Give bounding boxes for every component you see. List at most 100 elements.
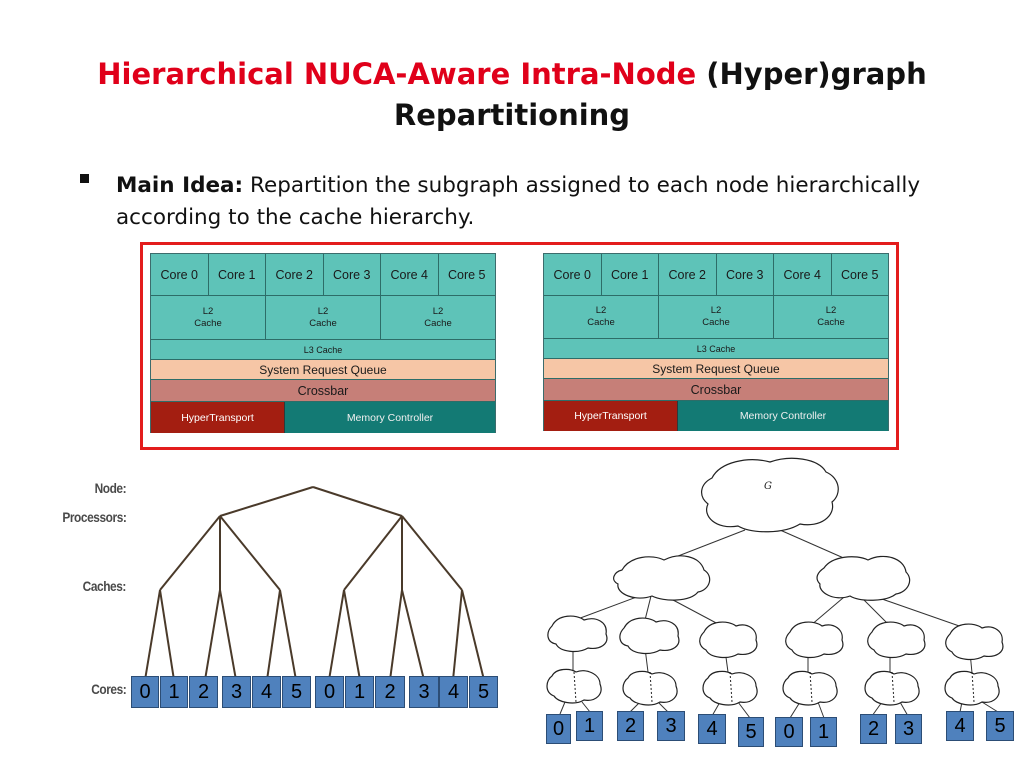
bullet-text: Main Idea: Repartition the subgraph assi…: [116, 170, 1000, 234]
core-number-box: 2: [375, 676, 405, 708]
l3-cache-bar: L3 Cache: [151, 339, 495, 359]
crossbar-bar: Crossbar: [151, 379, 495, 401]
graph-blob-level1: [613, 555, 711, 601]
core-number-box: 1: [160, 676, 188, 708]
processor-highlight-box: [140, 242, 899, 450]
core-label: Core 0: [544, 254, 602, 295]
partition-number-box: 1: [810, 717, 837, 747]
graph-blob-level2: [547, 615, 608, 653]
tree-edge: [343, 589, 361, 681]
l2-cache-row: L2 Cache L2 Cache L2 Cache: [544, 295, 888, 338]
square-bullet-icon: [80, 174, 89, 183]
hypertransport-block: HyperTransport: [544, 401, 678, 431]
graph-edge: [899, 701, 909, 717]
tree-edge: [401, 589, 425, 681]
tree-edge: [219, 515, 281, 591]
tree-edge: [312, 486, 403, 517]
core-number-box: 5: [469, 676, 498, 708]
graph-edge: [737, 701, 751, 719]
graph-edge: [871, 701, 883, 717]
io-row: HyperTransport Memory Controller: [544, 400, 888, 431]
graph-blob-level3: [546, 668, 602, 704]
tree-edge: [204, 589, 221, 681]
core-label: Core 2: [266, 254, 324, 295]
tree-label-caches: Caches:: [82, 578, 127, 594]
graph-edge: [711, 701, 721, 717]
core-number-box: 5: [282, 676, 311, 708]
tree-edge: [144, 589, 161, 681]
title-red-part: Hierarchical NUCA-Aware Intra-Node: [97, 57, 697, 91]
tree-label-node: Node:: [94, 480, 126, 496]
graph-cut-line: [971, 671, 975, 703]
graph-edge: [789, 701, 801, 719]
bullet-label: Main Idea:: [116, 173, 244, 198]
core-number-box: 4: [439, 676, 468, 708]
graph-blob-level2: [619, 617, 680, 655]
bullet-main-idea: Main Idea: Repartition the subgraph assi…: [80, 170, 1000, 234]
tree-edge: [159, 589, 175, 681]
title-line2: Repartitioning: [393, 98, 631, 132]
graph-blob-level2: [785, 621, 844, 659]
graph-edge: [981, 701, 999, 713]
l2-cache-label: L2 Cache: [151, 296, 266, 339]
partition-number-box: 0: [546, 714, 571, 744]
partition-number-box: 2: [860, 714, 887, 744]
core-number-box: 0: [131, 676, 159, 708]
core-label: Core 4: [774, 254, 832, 295]
tree-label-processors: Processors:: [61, 509, 127, 525]
partition-number-box: 5: [986, 711, 1014, 741]
tree-edge: [219, 486, 314, 517]
l2-cache-label: L2 Cache: [659, 296, 774, 338]
l2-cache-label: L2 Cache: [544, 296, 659, 338]
bullet-body: Repartition the subgraph assigned to eac…: [116, 173, 921, 230]
l2-cache-row: L2 Cache L2 Cache L2 Cache: [151, 295, 495, 339]
partition-number-box: 0: [775, 717, 803, 747]
core-label: Core 3: [716, 254, 774, 295]
partition-number-box: 4: [946, 711, 974, 741]
core-label: Core 3: [323, 254, 381, 295]
hypertransport-block: HyperTransport: [151, 402, 285, 433]
partition-number-box: 4: [698, 714, 726, 744]
partition-number-box: 2: [617, 711, 644, 741]
cores-row: Core 0 Core 1 Core 2 Core 3 Core 4 Core …: [151, 254, 495, 295]
tree-edge: [266, 589, 281, 681]
l2-cache-label: L2 Cache: [774, 296, 888, 338]
partition-number-box: 3: [895, 714, 922, 744]
processor-diagram-right: Core 0 Core 1 Core 2 Core 3 Core 4 Core …: [543, 253, 889, 431]
crossbar-bar: Crossbar: [544, 378, 888, 400]
tree-edge: [219, 589, 237, 681]
core-number-box: 3: [222, 676, 251, 708]
cores-row: Core 0 Core 1 Core 2 Core 3 Core 4 Core …: [544, 254, 888, 295]
core-label: Core 1: [601, 254, 659, 295]
graph-edge: [657, 701, 669, 713]
processor-diagram-left: Core 0 Core 1 Core 2 Core 3 Core 4 Core …: [150, 253, 496, 433]
graph-root-label: G: [764, 481, 772, 492]
tree-edge: [328, 589, 345, 681]
core-label: Core 5: [831, 254, 888, 295]
system-request-queue-bar: System Request Queue: [544, 358, 888, 378]
graph-cut-line: [891, 671, 895, 703]
partition-number-box: 5: [738, 717, 764, 747]
tree-edge: [452, 589, 463, 681]
graph-blob-level2: [945, 623, 1004, 661]
tree-edge: [159, 515, 221, 591]
graph-cut-line: [809, 671, 813, 703]
core-label: Core 5: [438, 254, 495, 295]
partition-number-box: 1: [576, 711, 603, 741]
partition-number-box: 3: [657, 711, 685, 741]
system-request-queue-bar: System Request Queue: [151, 359, 495, 379]
tree-edge: [389, 589, 403, 681]
core-number-box: 3: [409, 676, 439, 708]
core-number-box: 4: [252, 676, 281, 708]
slide-title: Hierarchical NUCA-Aware Intra-Node (Hype…: [0, 54, 1024, 136]
graph-blob-level2: [699, 621, 758, 659]
l3-cache-bar: L3 Cache: [544, 338, 888, 358]
tree-label-cores: Cores:: [90, 681, 127, 697]
core-label: Core 2: [659, 254, 717, 295]
graph-edge: [817, 701, 825, 719]
graph-edge: [581, 701, 591, 713]
memory-controller-block: Memory Controller: [678, 401, 888, 431]
core-number-box: 2: [189, 676, 218, 708]
graph-cut-line: [729, 671, 733, 703]
